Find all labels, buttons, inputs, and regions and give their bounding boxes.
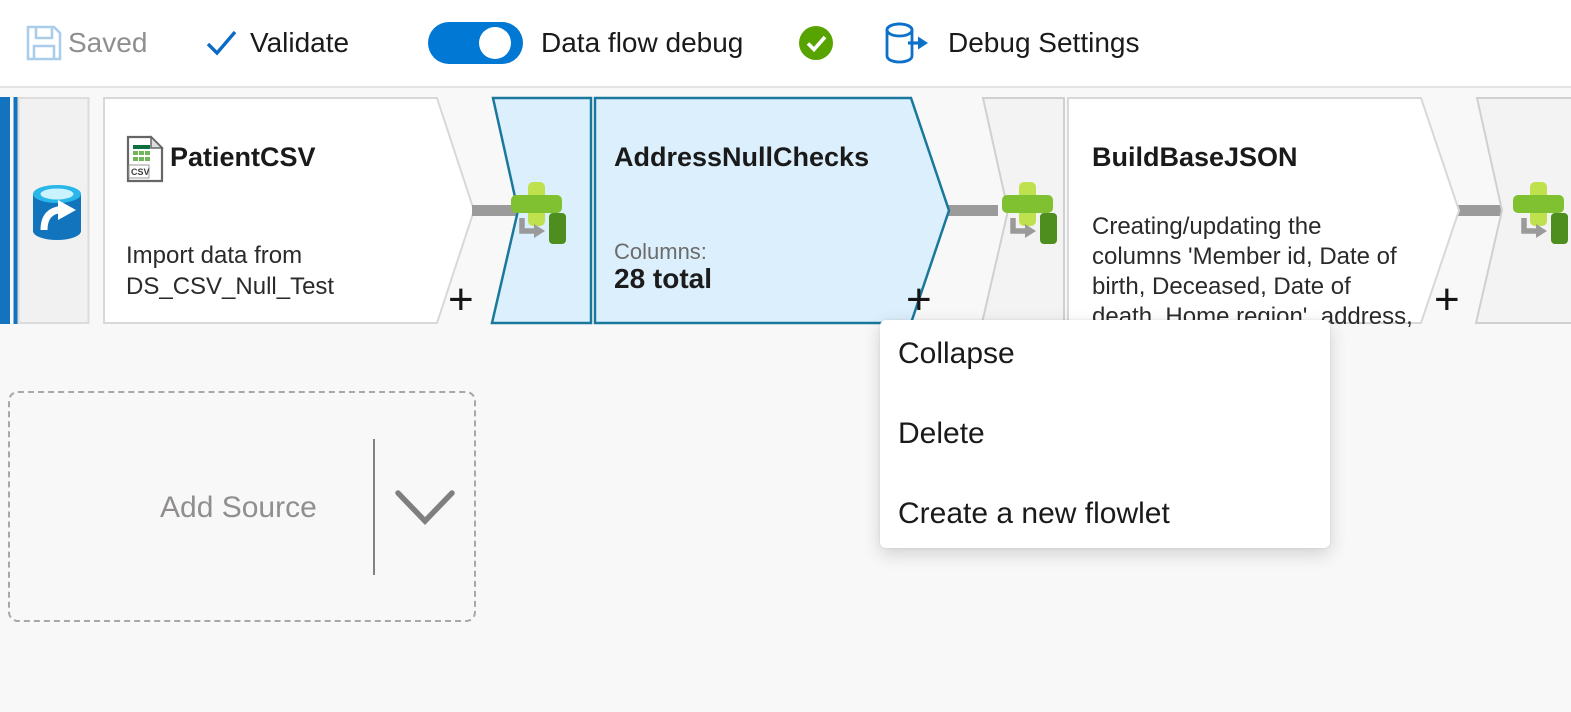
- add-transform-button[interactable]: +: [1434, 275, 1460, 324]
- saved-status: Saved: [68, 0, 147, 86]
- add-source-divider: [373, 439, 375, 575]
- add-source-box[interactable]: Add Source: [8, 391, 476, 622]
- node-patientcsv-description: Import data from DS_CSV_Null_Test: [126, 242, 335, 300]
- debug-ready-check-icon: [799, 26, 833, 60]
- node-buildbasejson-shape[interactable]: [1067, 97, 1461, 324]
- save-icon: [26, 25, 62, 61]
- columns-value: 28 total: [614, 263, 713, 294]
- context-menu: Collapse Delete Create a new flowlet: [880, 320, 1330, 548]
- validate-label: Validate: [250, 27, 350, 58]
- chevron-down-icon[interactable]: [394, 489, 456, 527]
- toggle-knob: [479, 27, 511, 59]
- debug-settings-button[interactable]: Debug Settings: [882, 0, 1139, 86]
- node-patientcsv-shape[interactable]: [103, 97, 476, 324]
- debug-ready-status: [798, 0, 834, 86]
- validate-button[interactable]: Validate: [205, 0, 349, 86]
- add-transform-button[interactable]: +: [906, 275, 932, 324]
- node-patientcsv-title: PatientCSV: [170, 142, 316, 172]
- saved-label: Saved: [68, 27, 148, 58]
- menu-item-collapse[interactable]: Collapse: [898, 337, 1015, 370]
- dataflow-debug-label: Data flow debug: [541, 27, 744, 58]
- dataflow-debug-item: Data flow debug: [541, 0, 743, 86]
- designer-toolbar: Saved Validate Data flow debug: [0, 0, 1571, 88]
- menu-item-delete[interactable]: Delete: [898, 417, 985, 450]
- node-addressnullchecks-title: AddressNullChecks: [614, 142, 870, 172]
- add-source-label: Add Source: [160, 491, 317, 524]
- debug-settings-label: Debug Settings: [948, 27, 1140, 58]
- columns-label: Columns:: [614, 239, 707, 264]
- node-buildbasejson-title: BuildBaseJSON: [1092, 142, 1298, 172]
- node-buildbasejson-description: Creating/updating the columns 'Member id…: [1092, 213, 1413, 328]
- add-transform-button[interactable]: +: [448, 275, 474, 324]
- menu-item-create-flowlet[interactable]: Create a new flowlet: [898, 497, 1170, 530]
- save-button[interactable]: [25, 0, 63, 86]
- debug-settings-icon: [885, 22, 928, 64]
- validate-check-icon: [206, 30, 237, 56]
- source-dataset-cell[interactable]: [17, 97, 90, 324]
- dataflow-debug-toggle[interactable]: [428, 22, 523, 64]
- node-addressnullchecks-shape[interactable]: [593, 96, 951, 325]
